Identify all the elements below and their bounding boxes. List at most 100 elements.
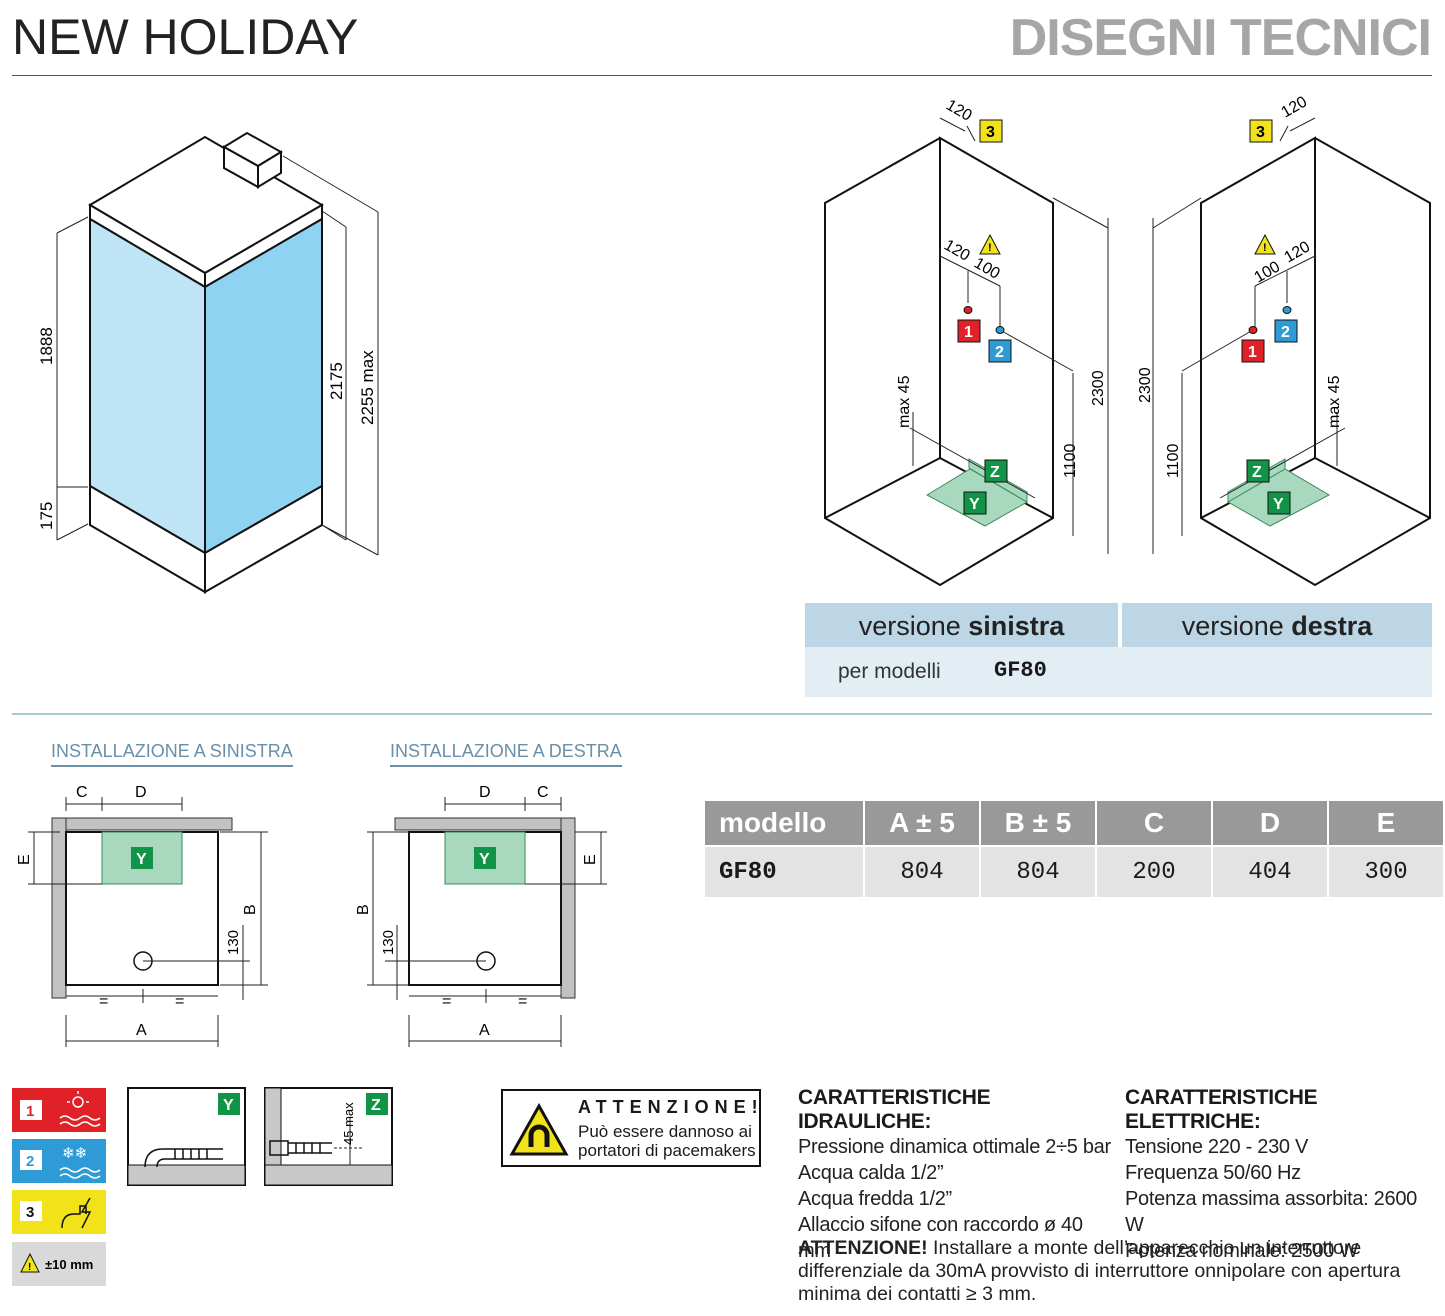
marker-3: 3 (1256, 124, 1265, 141)
table-cell: 200 (1097, 847, 1211, 897)
marker-y: Y (479, 851, 490, 868)
magnet-warning-icon (509, 1103, 569, 1156)
dim-120: 120 (1282, 238, 1314, 266)
table-header-row: modello A ± 5 B ± 5 C D E (705, 801, 1443, 845)
header-divider (12, 75, 1432, 76)
col-header: B ± 5 (981, 801, 1095, 845)
dim-max-45: max 45 (1326, 375, 1343, 428)
dim-1100: 1100 (1165, 443, 1182, 478)
dim-120-top: 120 (943, 97, 975, 125)
marker-y: Y (969, 496, 980, 513)
hydraulic-title: CARATTERISTICHE IDRAULICHE: (798, 1086, 991, 1133)
label-b: B (242, 904, 259, 915)
warning-icon: ! (988, 242, 992, 254)
dim-130: 130 (225, 930, 242, 955)
install-right-title: INSTALLAZIONE A DESTRA (390, 741, 622, 767)
col-header: C (1097, 801, 1211, 845)
dim-2255-max: 2255 max (358, 350, 377, 425)
dim-100: 100 (1252, 258, 1284, 286)
marker-z: Z (1252, 464, 1262, 481)
warning-title: ATTENZIONE! (578, 1097, 764, 1117)
legend-hot-number: 1 (26, 1103, 34, 1120)
marker-y: Y (1273, 496, 1284, 513)
installation-note: ATTENZIONE! Installare a monte dell’appa… (798, 1237, 1401, 1305)
svg-text:!: ! (28, 1262, 31, 1273)
table-cell: 804 (865, 847, 979, 897)
label-c: C (76, 784, 88, 801)
warning-icon: ! (1263, 242, 1267, 254)
marker-1: 1 (1248, 344, 1257, 361)
section-divider (12, 713, 1432, 715)
page-title: NEW HOLIDAY (12, 9, 359, 65)
col-header: D (1213, 801, 1327, 845)
label-eq: = (518, 993, 527, 1010)
dim-max-45: max 45 (896, 375, 913, 428)
legend-cold-number: 2 (26, 1153, 34, 1170)
marker-2: 2 (995, 344, 1004, 361)
marker-2: 2 (1281, 324, 1290, 341)
label-e: E (582, 854, 599, 865)
legend-electric-number: 3 (26, 1204, 34, 1221)
dim-2300: 2300 (1090, 370, 1107, 406)
electric-line: Potenza nominale: 2500 W (1125, 1240, 1358, 1262)
marker-z: Z (371, 1097, 381, 1114)
label-e: E (16, 854, 33, 865)
electric-line: Tensione 220 - 230 V (1125, 1136, 1309, 1158)
dim-175: 175 (37, 502, 56, 530)
version-model: GF80 (994, 658, 1047, 683)
table-row: GF80 804 804 200 404 300 (705, 847, 1443, 897)
label-c: C (537, 784, 549, 801)
label-a: A (136, 1022, 147, 1039)
electric-line: Potenza massima assorbita: 2600 W (1125, 1188, 1417, 1236)
marker-y: Y (223, 1097, 234, 1114)
legend-tolerance: ±10 mm (45, 1257, 93, 1272)
pacemaker-warning-box: ATTENZIONE! Può essere dannoso ai portat… (501, 1089, 761, 1167)
col-header: modello (705, 801, 863, 845)
install-left-plan: Y C D E B 130 = = A (16, 784, 268, 1047)
hydraulic-specs: CARATTERISTICHE IDRAULICHE: Pressione di… (798, 1086, 1118, 1264)
dim-1888: 1888 (37, 327, 56, 365)
hydraulic-line: Pressione dinamica ottimale 2÷5 bar (798, 1136, 1111, 1158)
dim-2300: 2300 (1137, 367, 1154, 403)
dim-120-top: 120 (1279, 93, 1311, 121)
warning-line-1: Può essere dannoso ai (578, 1122, 752, 1141)
left-version-drawing: 3 ! 1 2 Z Y 120 120 100 max 45 1100 2300 (824, 97, 1109, 587)
per-models-label: per modelli (838, 660, 941, 683)
dim-120: 120 (941, 237, 973, 265)
hot-water-icon (59, 1091, 101, 1127)
marker-z: Z (990, 464, 1000, 481)
table-cell: GF80 (705, 847, 863, 897)
electric-specs: CARATTERISTICHE ELETTRICHE: Tensione 220… (1125, 1086, 1435, 1264)
siphon-pipe-icon (144, 1148, 223, 1168)
dim-100: 100 (971, 255, 1003, 283)
detail-y: Y (127, 1087, 246, 1186)
dim-1100: 1100 (1062, 443, 1079, 478)
svg-text:❄❄: ❄❄ (62, 1145, 87, 1162)
electric-title: CARATTERISTICHE ELETTRICHE: (1125, 1086, 1318, 1133)
marker-1: 1 (964, 324, 973, 341)
legend: 1 2 ❄❄ 3 ! ±10 mm (12, 1088, 106, 1286)
cold-water-icon: ❄❄ (59, 1145, 101, 1179)
dim-45-max: 45 max (341, 1102, 356, 1145)
tolerance-warning-icon (20, 1252, 40, 1273)
col-header: A ± 5 (865, 801, 979, 845)
cabin-isometric-drawing: 1888 175 2175 2255 max (37, 131, 379, 594)
table-cell: 804 (981, 847, 1095, 897)
wall-pipe-icon (269, 1140, 332, 1156)
version-models-row (805, 647, 1432, 697)
spec-table: modello A ± 5 B ± 5 C D E GF80 804 804 2… (703, 799, 1445, 899)
label-a: A (479, 1022, 490, 1039)
detail-z: Z 45 max (264, 1087, 393, 1186)
install-left-title: INSTALLAZIONE A SINISTRA (51, 741, 293, 767)
label-d: D (135, 784, 147, 801)
section-title: DISEGNI TECNICI (1009, 9, 1432, 67)
label-eq: = (99, 993, 108, 1010)
hydraulic-line: Allaccio sifone con raccordo ø 40 mm (798, 1214, 1083, 1262)
col-header: E (1329, 801, 1443, 845)
right-version-drawing: 3 ! 2 1 Z Y 120 100 120 2300 1100 max 45 (1137, 93, 1431, 587)
label-b: B (355, 904, 372, 915)
table-cell: 300 (1329, 847, 1443, 897)
install-right-plan: Y D C E B 130 = = A (355, 784, 607, 1047)
label-eq: = (442, 993, 451, 1010)
label-eq: = (175, 993, 184, 1010)
